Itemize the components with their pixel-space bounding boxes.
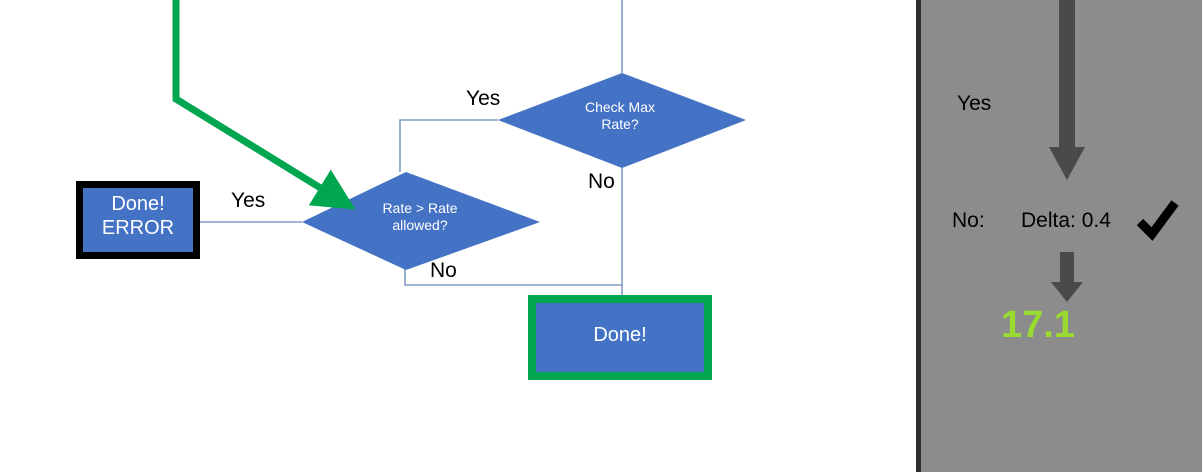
- edge-label-yes-to-error: Yes: [231, 189, 266, 212]
- node-error-box[interactable]: [76, 181, 200, 259]
- edge-label-no-from-rate-check: No: [430, 259, 457, 282]
- node-done-box[interactable]: [528, 295, 712, 380]
- panel-delta-label: Delta: 0.4: [1021, 209, 1111, 232]
- side-panel: Yes No: Delta: 0.4 17.1: [916, 0, 1202, 472]
- decision-max-rate: [498, 73, 746, 168]
- panel-yes-label: Yes: [957, 92, 992, 115]
- highlighted-path: [172, 0, 356, 210]
- edge-label-yes-to-rate-check: Yes: [466, 87, 501, 110]
- connector-yes-maxrate: [399, 119, 498, 172]
- panel-result-value: 17.1: [1001, 304, 1075, 346]
- panel-no-label: No:: [952, 209, 985, 232]
- decision-rate-check: [302, 172, 540, 270]
- panel-graphics: [1049, 0, 1179, 302]
- down-arrow-short-icon: [1051, 252, 1083, 302]
- down-arrow-long-icon: [1049, 0, 1085, 180]
- flowchart-graphics: [172, 0, 746, 295]
- check-mark-icon: [1136, 200, 1179, 241]
- flowchart-canvas: Done! ERROR Done! Rate > Rate allowed? C…: [76, 0, 746, 380]
- edge-label-no-from-max-rate: No: [588, 170, 615, 193]
